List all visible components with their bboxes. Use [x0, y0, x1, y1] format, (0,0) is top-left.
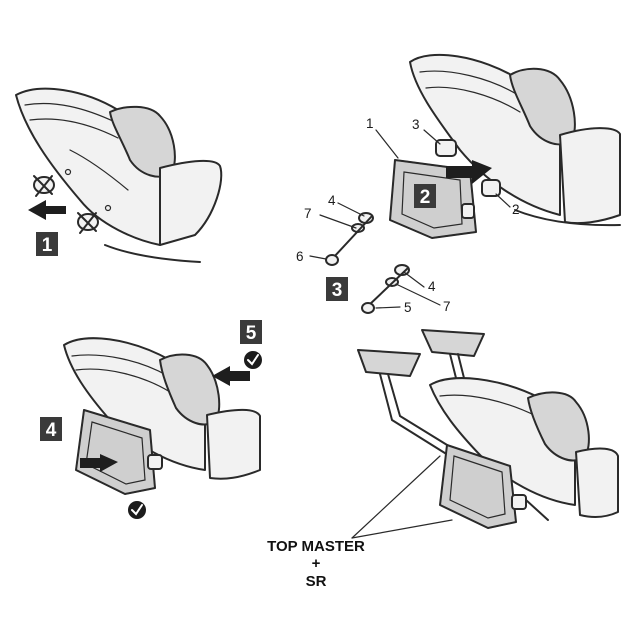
step-3-badge: 3: [326, 277, 348, 301]
step-4-number: 4: [46, 420, 57, 441]
seat-rear: [559, 127, 621, 225]
step-2-number: 2: [420, 187, 431, 208]
step-3-number: 3: [332, 280, 343, 301]
spacer-3: [435, 139, 457, 157]
product-label-line-2: +: [312, 555, 321, 572]
callout-2: 2: [512, 202, 520, 217]
callout-4-right: 4: [428, 279, 436, 294]
panel-2-install-frame: 2 1 3 2 4 7 6 4 7: [296, 53, 621, 315]
panel-3-verify-fit: 4 5: [40, 320, 262, 519]
screw-assembly-right: [361, 264, 410, 314]
panel-4-top-rack: TOP MASTER + SR: [267, 329, 619, 590]
product-label-line-1: TOP MASTER: [267, 538, 365, 555]
push-arrow-icon: [212, 366, 250, 386]
step-2-badge: 2: [414, 184, 436, 208]
step-4-badge: 4: [40, 417, 62, 441]
rack-plate-right: [421, 329, 485, 357]
push-arrow-icon: [446, 160, 492, 184]
callout-4-left: 4: [328, 193, 336, 208]
push-arrow-icon: [28, 200, 66, 220]
callout-1: 1: [366, 116, 374, 131]
step-1-badge: 1: [36, 232, 58, 256]
side-frame-plate: [439, 444, 517, 529]
callout-7-left: 7: [304, 206, 312, 221]
crossed-screw-icon: [77, 212, 99, 234]
rack-plate-left: [357, 349, 421, 377]
check-circle-icon: [128, 501, 146, 519]
seat-rear: [159, 159, 223, 246]
callout-3: 3: [412, 117, 420, 132]
check-circle-icon: [244, 351, 262, 369]
push-arrow-icon: [80, 454, 118, 472]
callout-6: 6: [296, 249, 304, 264]
spacer-2: [481, 179, 501, 197]
screw-assembly-left: [325, 212, 374, 266]
seat-rear: [575, 447, 619, 518]
step-5-badge: 5: [240, 320, 262, 344]
side-frame-plate: [75, 409, 156, 495]
crossed-screw-icon: [33, 175, 55, 197]
product-label-line-3: SR: [306, 573, 327, 590]
step-5-number: 5: [246, 323, 257, 344]
callout-5: 5: [404, 300, 412, 315]
seat-rear: [206, 408, 261, 480]
step-1-number: 1: [42, 235, 53, 256]
panel-1-remove-screws: 1: [15, 87, 223, 263]
callout-7-right: 7: [443, 299, 451, 314]
